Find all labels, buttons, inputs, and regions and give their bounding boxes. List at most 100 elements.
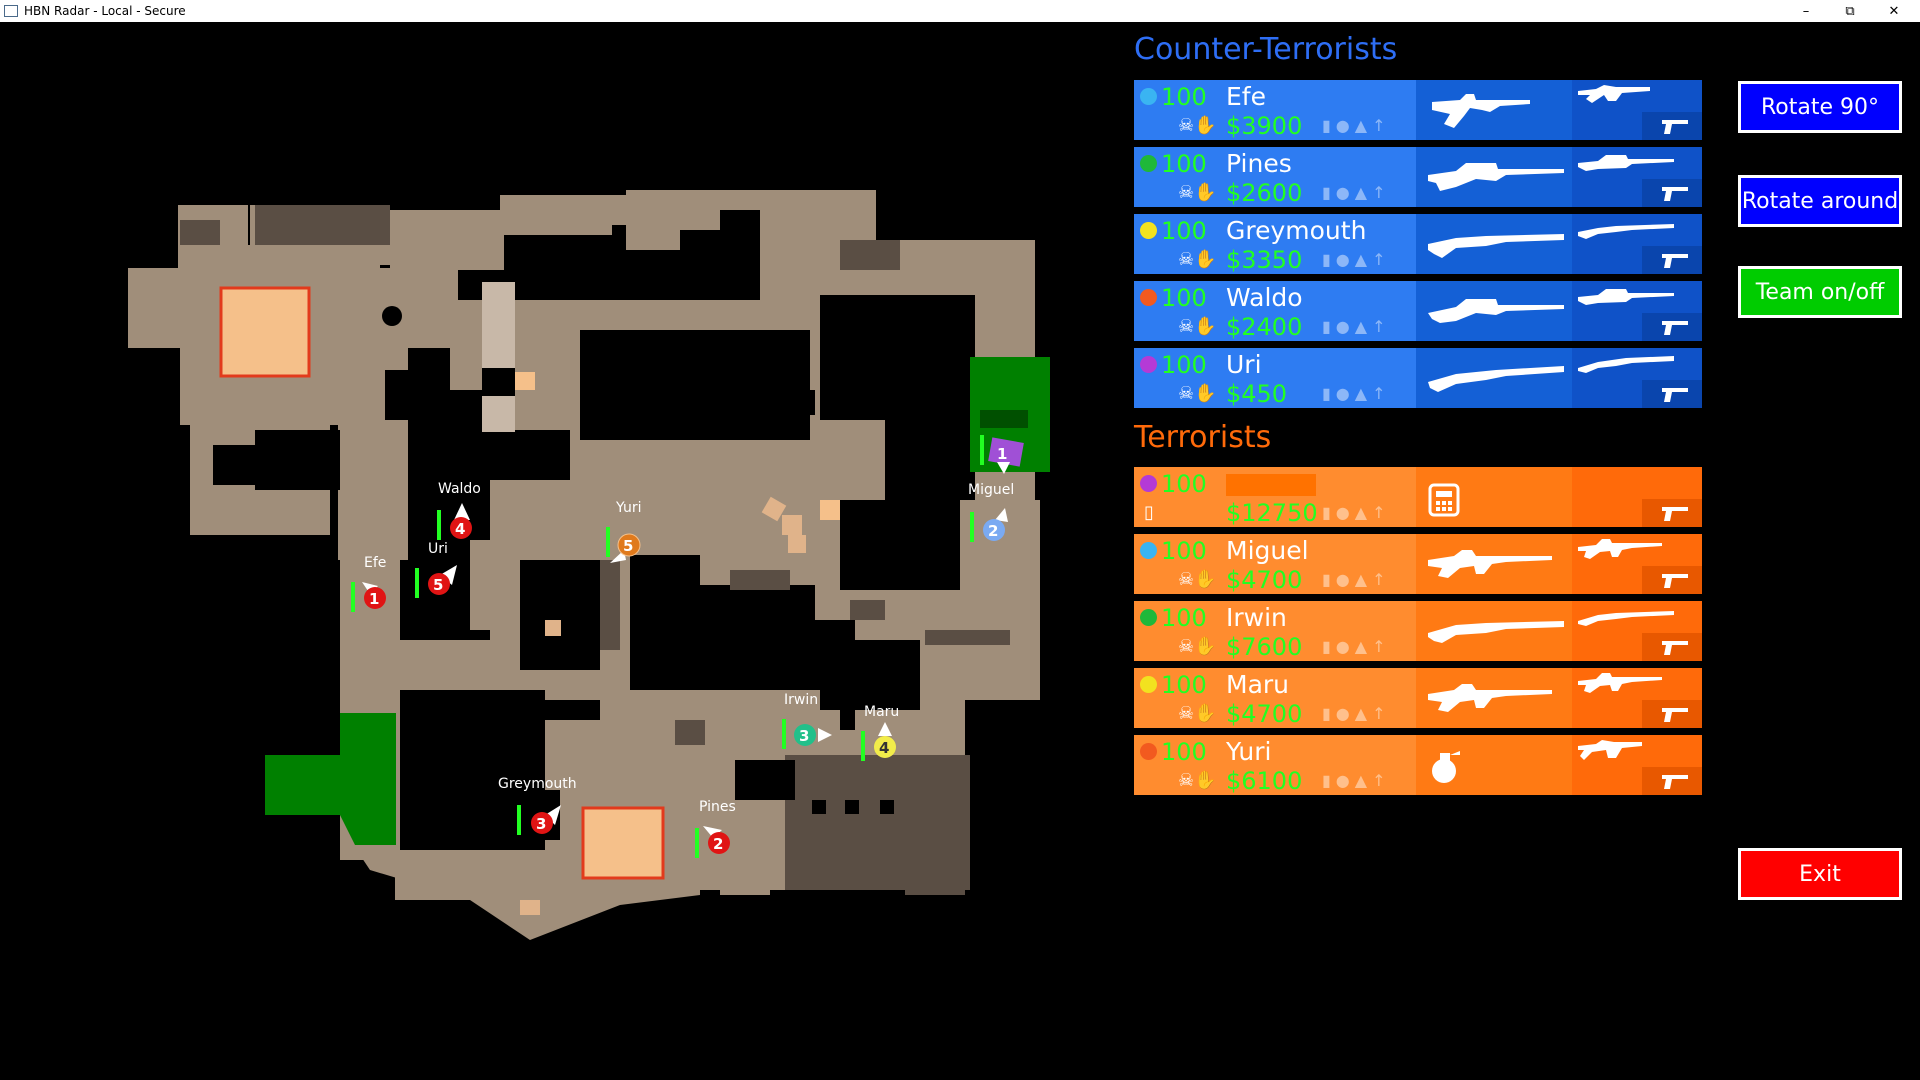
- player-marker-maru[interactable]: Maru 4: [861, 704, 899, 761]
- player-color-dot: [1140, 743, 1157, 760]
- map-voids: [213, 210, 975, 850]
- secondary-weapon-slot: [1572, 281, 1702, 341]
- rotate-90-button[interactable]: Rotate 90°: [1737, 80, 1903, 134]
- primary-weapon-slot: [1416, 281, 1572, 341]
- kit-icons: ☠✋: [1178, 115, 1217, 136]
- utility-icons: ▮●▲↑: [1322, 637, 1391, 656]
- radar-label-pines: Pines: [699, 799, 736, 815]
- player-money: $2400: [1226, 313, 1303, 341]
- ct-player-row[interactable]: 100 Greymouth ☠✋ $3350 ▮●▲↑: [1134, 214, 1702, 274]
- bomb-carrier-marker[interactable]: 1: [980, 435, 1024, 474]
- radar-map[interactable]: Waldo 4 Uri 5 Efe 1 Greymouth 3 Pines 2 …: [0, 22, 1120, 1080]
- rifle-icon: [1578, 611, 1674, 626]
- ct-player-info: 100 Uri ☠✋ $450 ▮●▲↑: [1134, 348, 1416, 408]
- t-player-row[interactable]: 100 Irwin ☠✋ $7600 ▮●▲↑: [1134, 601, 1702, 661]
- ct-player-row[interactable]: 100 Efe ☠✋ $3900 ▮●▲↑: [1134, 80, 1702, 140]
- secondary-weapon-slot: [1572, 467, 1702, 527]
- pistol-slot: [1642, 767, 1702, 795]
- exit-button[interactable]: Exit: [1737, 847, 1903, 901]
- t-player-row[interactable]: 100 Yuri ☠✋ $6100 ▮●▲↑: [1134, 735, 1702, 795]
- player-hp: 100: [1161, 470, 1207, 498]
- t-player-info: 100 Miguel ☠✋ $4700 ▮●▲↑: [1134, 534, 1416, 594]
- secondary-weapon-slot: [1572, 80, 1702, 140]
- t-player-info: 100 Yuri ☠✋ $6100 ▮●▲↑: [1134, 735, 1416, 795]
- player-hp: 100: [1161, 537, 1207, 565]
- player-hp: 100: [1161, 738, 1207, 766]
- pistol-icon: [1662, 388, 1688, 402]
- utility-icons: ▮●▲↑: [1322, 771, 1391, 790]
- radar-number-irwin: 3: [799, 727, 809, 745]
- kit-icons: ☠✋: [1178, 569, 1217, 590]
- map-stairs: [482, 282, 515, 432]
- close-button[interactable]: ✕: [1888, 3, 1900, 19]
- player-money: $3900: [1226, 112, 1303, 140]
- rifle-icon: [1428, 550, 1552, 578]
- primary-weapon-slot: [1416, 668, 1572, 728]
- utility-icons: ▮●▲↑: [1322, 250, 1391, 269]
- map-walls: [180, 205, 1010, 895]
- ct-player-row[interactable]: 100 Waldo ☠✋ $2400 ▮●▲↑: [1134, 281, 1702, 341]
- ct-player-row[interactable]: 100 Uri ☠✋ $450 ▮●▲↑: [1134, 348, 1702, 408]
- rifle-icon: [1432, 94, 1530, 128]
- player-marker-yuri[interactable]: Yuri 5: [606, 500, 641, 563]
- sniper-rifle-icon: [1428, 163, 1564, 191]
- player-name: Uri: [1226, 350, 1262, 379]
- sniper-rifle-icon: [1428, 299, 1564, 323]
- player-color-dot: [1140, 676, 1157, 693]
- minimize-button[interactable]: –: [1802, 3, 1810, 19]
- radar-label-efe: Efe: [364, 555, 386, 571]
- player-marker-uri[interactable]: Uri 5: [415, 541, 457, 598]
- player-money: $6100: [1226, 767, 1303, 795]
- secondary-weapon-slot: [1572, 147, 1702, 207]
- player-money: $12750: [1226, 499, 1318, 527]
- pistol-icon: [1662, 187, 1688, 201]
- t-player-row[interactable]: 100 ▯ $12750 ▮●▲↑: [1134, 467, 1702, 527]
- primary-weapon-slot: [1416, 80, 1572, 140]
- t-player-row[interactable]: 100 Maru ☠✋ $4700 ▮●▲↑: [1134, 668, 1702, 728]
- player-color-dot: [1140, 88, 1157, 105]
- pistol-slot: [1642, 313, 1702, 341]
- radar-label-uri: Uri: [428, 541, 448, 557]
- bomb-icon: ▯: [1144, 502, 1154, 523]
- rotate-around-button[interactable]: Rotate around: [1737, 174, 1903, 228]
- pistol-icon: [1662, 321, 1688, 335]
- pistol-slot: [1642, 380, 1702, 408]
- t-player-row[interactable]: 100 Miguel ☠✋ $4700 ▮●▲↑: [1134, 534, 1702, 594]
- secondary-weapon-slot: [1572, 214, 1702, 274]
- restore-button[interactable]: ⧉: [1845, 3, 1855, 19]
- player-marker-irwin[interactable]: Irwin 3: [782, 692, 832, 749]
- primary-weapon-slot: [1416, 601, 1572, 661]
- player-marker-pines[interactable]: Pines 2: [695, 799, 736, 858]
- pistol-slot: [1642, 700, 1702, 728]
- player-money: $2600: [1226, 179, 1303, 207]
- player-name: Irwin: [1226, 603, 1287, 632]
- ct-player-info: 100 Pines ☠✋ $2600 ▮●▲↑: [1134, 147, 1416, 207]
- player-name: Greymouth: [1226, 216, 1367, 245]
- kit-icons: ☠✋: [1178, 770, 1217, 791]
- t-player-info: 100 Maru ☠✋ $4700 ▮●▲↑: [1134, 668, 1416, 728]
- player-marker-waldo[interactable]: Waldo 4: [437, 481, 481, 540]
- player-color-dot: [1140, 609, 1157, 626]
- rifle-icon: [1428, 621, 1564, 643]
- player-name: Yuri: [1226, 737, 1272, 766]
- player-marker-greymouth[interactable]: Greymouth 3: [498, 776, 577, 835]
- radar-label-maru: Maru: [864, 704, 899, 720]
- player-marker-efe[interactable]: Efe 1: [351, 555, 386, 612]
- rifle-icon: [1578, 673, 1662, 693]
- primary-weapon-slot: [1416, 534, 1572, 594]
- window-title: HBN Radar - Local - Secure: [24, 4, 186, 18]
- pistol-icon: [1662, 775, 1688, 789]
- radar-number-pines: 2: [713, 835, 723, 853]
- pistol-icon: [1662, 254, 1688, 268]
- primary-weapon-slot: [1416, 735, 1572, 795]
- pistol-slot: [1642, 179, 1702, 207]
- utility-icons: ▮●▲↑: [1322, 384, 1391, 403]
- ct-player-info: 100 Efe ☠✋ $3900 ▮●▲↑: [1134, 80, 1416, 140]
- ct-player-row[interactable]: 100 Pines ☠✋ $2600 ▮●▲↑: [1134, 147, 1702, 207]
- radar-number-miguel: 2: [988, 522, 998, 540]
- player-marker-miguel[interactable]: Miguel 2: [968, 482, 1014, 542]
- team-toggle-button[interactable]: Team on/off: [1737, 265, 1903, 319]
- pistol-slot: [1642, 246, 1702, 274]
- pistol-slot: [1642, 499, 1702, 527]
- kit-icons: ☠✋: [1178, 383, 1217, 404]
